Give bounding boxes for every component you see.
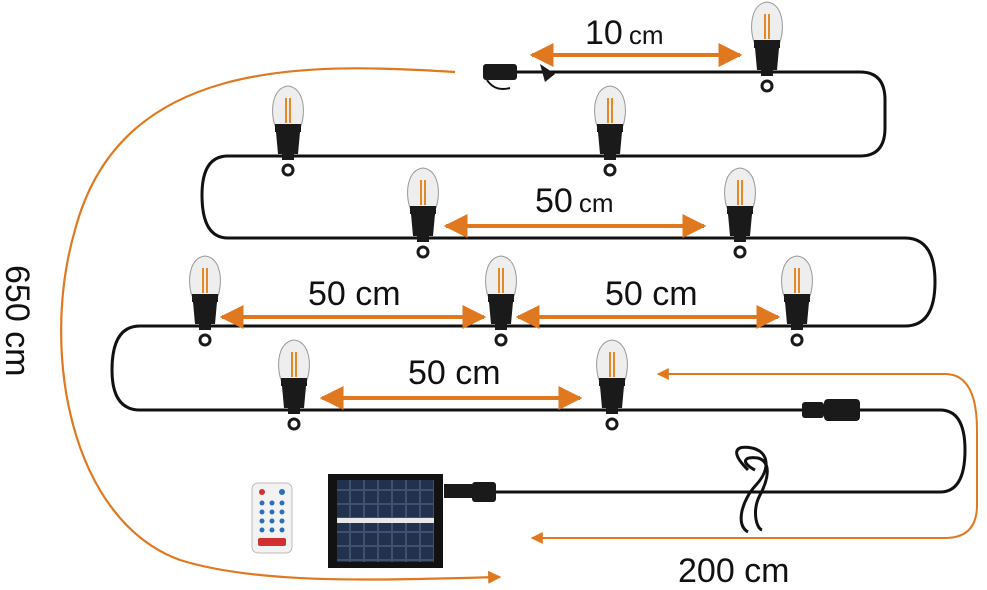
bulb-icon [751,1,783,93]
total-length-arc [60,67,502,584]
bulb-icon [596,339,628,431]
bulb-icon [781,255,813,347]
solar-panel-icon [328,474,496,568]
spacing-label-row4: 50 cm [408,354,501,392]
connector-icon [483,64,555,90]
bulb-icon [278,339,310,431]
bulb-icon [189,255,221,347]
bulb-icon [485,255,517,347]
bulb-icon [724,167,756,259]
lead-length-arrow [530,368,978,544]
bulb-icon [594,85,626,177]
lead-length-label: 200 cm [678,552,790,590]
bulb-icon [407,167,439,259]
orange-arrows [60,43,978,584]
inline-connector-icon [802,399,860,421]
coiled-cable-icon [735,445,769,534]
remote-control-icon [251,482,293,554]
bulb-icon [272,85,304,177]
bulbs-group [189,1,813,431]
light-string-cable [110,70,967,494]
spacing-label-row3-right: 50 cm [605,275,698,313]
spacing-label-row3-left: 50 cm [308,275,401,313]
total-length-label: 650 cm [0,265,36,377]
